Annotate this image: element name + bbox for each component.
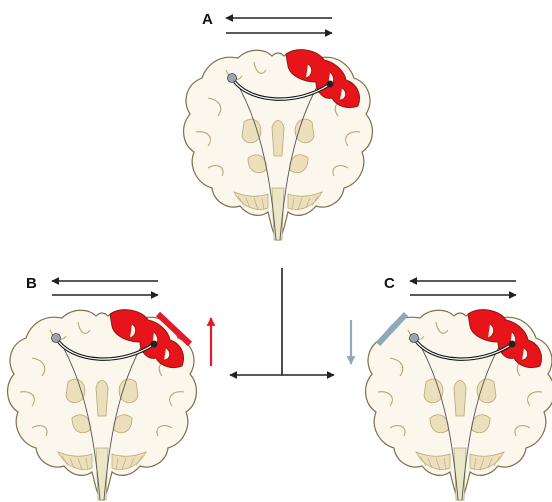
brain-section-a xyxy=(184,50,373,240)
motion-arrows-a xyxy=(226,18,332,33)
panel-b: B xyxy=(8,275,211,500)
panel-c: C xyxy=(351,275,552,500)
panel-label-a: A xyxy=(202,11,213,28)
panel-a: A xyxy=(184,11,373,240)
branch-connector xyxy=(230,268,334,375)
motion-arrows-c xyxy=(410,281,516,295)
brain-section-c xyxy=(366,310,552,500)
brain-section-b xyxy=(8,310,197,500)
panel-label-c: C xyxy=(384,275,395,292)
panel-label-b: B xyxy=(26,275,37,292)
motion-arrows-b xyxy=(52,281,158,295)
